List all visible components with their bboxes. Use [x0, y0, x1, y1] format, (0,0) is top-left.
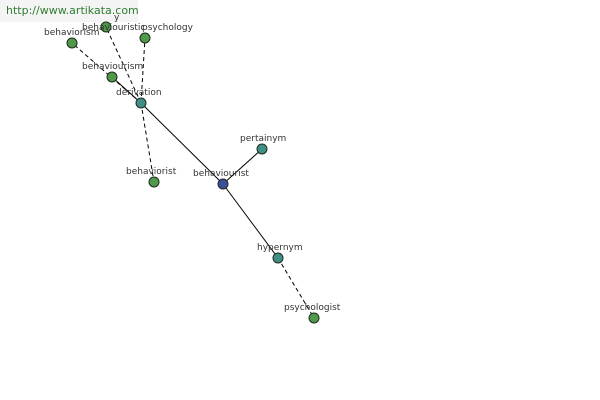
- node-label-behaviouristic[interactable]: behaviouristic: [82, 23, 145, 33]
- node-psychologist[interactable]: [308, 312, 320, 324]
- edge-derivation-psychology: [140, 37, 146, 104]
- node-label-psychology[interactable]: psychology: [142, 23, 194, 33]
- node-hypernym[interactable]: [272, 252, 284, 264]
- node-label-derivation[interactable]: derivation: [116, 88, 162, 98]
- edge-behaviourist-derivation: [140, 102, 224, 185]
- node-label-hypernym[interactable]: hypernym: [257, 243, 303, 253]
- node-label-behaviourism[interactable]: behaviourism: [82, 62, 143, 72]
- node-behaviourist[interactable]: [217, 178, 229, 190]
- node-label-partial[interactable]: y: [114, 13, 120, 23]
- graph-nodes: [66, 21, 320, 324]
- node-label-behaviorist[interactable]: behaviorist: [126, 167, 177, 177]
- site-url-link[interactable]: http://www.artikata.com: [6, 4, 139, 17]
- edge-behaviourist-hypernym: [222, 183, 279, 259]
- edge-derivation-behaviourism: [111, 76, 142, 104]
- node-label-pertainym[interactable]: pertainym: [240, 134, 286, 144]
- node-behaviorist[interactable]: [148, 176, 160, 188]
- edge-hypernym-psychologist: [277, 257, 315, 319]
- edge-derivation-behaviorist: [140, 102, 155, 183]
- node-label-behaviourist[interactable]: behaviourist: [193, 169, 249, 179]
- graph-labels: behaviourist derivation pertainym hypernym b…: [44, 13, 341, 313]
- node-psychology[interactable]: [139, 32, 151, 44]
- node-label-behaviorism[interactable]: behaviorism: [44, 28, 99, 38]
- site-banner: http://www.artikata.com: [0, 0, 139, 22]
- node-behaviorism[interactable]: [66, 37, 78, 49]
- node-label-psychologist[interactable]: psychologist: [284, 303, 341, 313]
- node-derivation[interactable]: [135, 97, 147, 109]
- edge-behaviourist-pertainym: [222, 148, 263, 185]
- graph-edges: [71, 26, 315, 319]
- node-pertainym[interactable]: [256, 143, 268, 155]
- node-behaviourism[interactable]: [106, 71, 118, 83]
- node-behaviouristic[interactable]: [100, 21, 112, 33]
